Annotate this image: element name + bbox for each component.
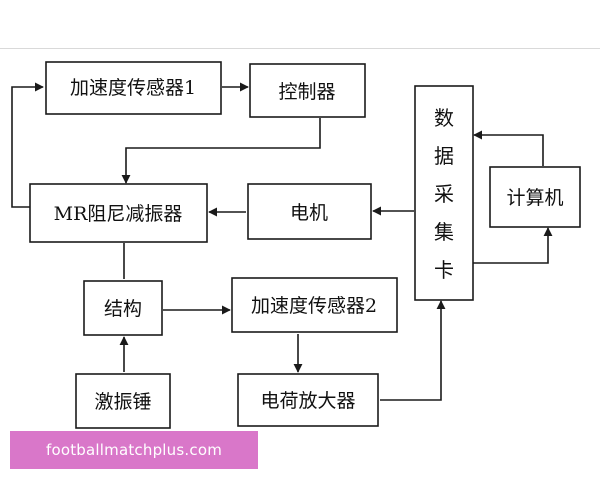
connectors [11,82,553,401]
node-damper: MR阻尼减振器 [29,183,208,243]
node-amplifier: 电荷放大器 [237,373,379,427]
node-controller: 控制器 [249,63,366,118]
top-divider [0,48,600,49]
arrow-controller-to-damper [121,118,321,184]
node-computer: 计算机 [489,166,581,228]
node-accel1: 加速度传感器1 [45,61,222,115]
node-motor: 电机 [247,183,372,240]
node-motor-label: 电机 [290,202,328,224]
node-accel2-label: 加速度传感器2 [251,295,377,317]
node-daq-char-2: 据 [434,144,454,168]
node-computer-label: 计算机 [506,187,563,209]
node-hammer: 激振锤 [75,373,171,429]
node-controller-label: 控制器 [278,81,335,103]
node-structure: 结构 [83,280,163,336]
node-accel2: 加速度传感器2 [231,277,398,333]
node-hammer-label: 激振锤 [94,391,151,413]
node-amplifier-label: 电荷放大器 [260,390,355,412]
watermark-banner: footballmatchplus.com [10,431,258,469]
node-daq: 数 据 采 集 卡 [414,85,474,301]
node-damper-label: MR阻尼减振器 [54,203,183,225]
node-daq-char-3: 采 [434,182,454,206]
node-daq-char-4: 集 [434,220,454,244]
arrow-damper-to-accel1 [11,82,44,208]
node-daq-char-1: 数 [434,106,454,130]
arrow-computer-to-daq [473,130,544,166]
node-daq-char-5: 卡 [434,258,454,282]
arrow-amplifier-to-daq [380,300,446,401]
node-accel1-label: 加速度传感器1 [70,77,196,99]
node-structure-label: 结构 [104,298,142,320]
arrow-daq-to-computer [473,227,553,264]
